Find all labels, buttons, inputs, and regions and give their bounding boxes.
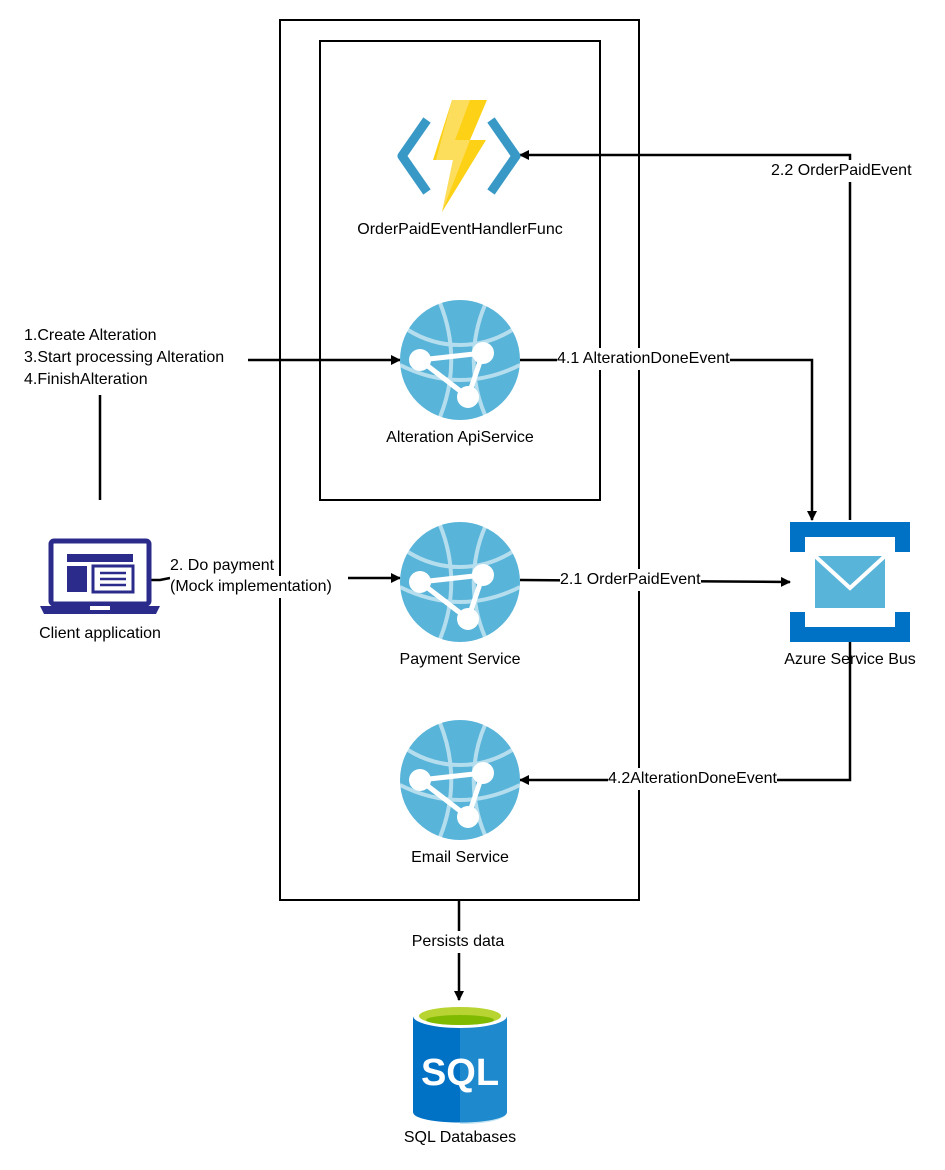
persists-data-label: Persists data — [411, 931, 505, 953]
bus-to-function-label: 2.2 OrderPaidEvent — [771, 160, 912, 182]
azure-function-icon — [397, 100, 521, 212]
bus-to-function-arrow — [519, 150, 852, 520]
payment-service-label: Payment Service — [399, 651, 521, 668]
alteration-app-service-icon — [400, 300, 520, 420]
payment-to-bus-label: 2.1 OrderPaidEvent — [560, 569, 701, 591]
alteration-subcontainer — [319, 40, 601, 501]
sql-label: SQL Databases — [403, 1129, 517, 1146]
bus-to-email-label: 4.2AlterationDoneEvent — [608, 768, 777, 790]
alteration-service-label: Alteration ApiService — [386, 429, 534, 446]
service-bus-label: Azure Service Bus — [784, 651, 916, 668]
sql-database-icon: SQL — [413, 1004, 507, 1124]
email-app-service-icon — [400, 720, 520, 840]
payment-app-service-icon — [400, 522, 520, 642]
client-to-alteration-label-1: 1.Create Alteration — [24, 325, 157, 347]
client-to-alteration-label-3: 4.FinishAlteration — [24, 369, 148, 391]
laptop-icon — [40, 538, 160, 614]
email-service-label: Email Service — [411, 849, 509, 866]
sql-badge-text: SQL — [421, 1052, 499, 1094]
client-to-payment-label-1: 2. Do payment — [170, 555, 275, 577]
client-payment-line — [150, 576, 171, 582]
alteration-to-bus-label: 4.1 AlterationDoneEvent — [557, 348, 730, 370]
client-to-payment-label-2: (Mock implementation) — [170, 576, 332, 598]
client-to-alteration-label-2: 3.Start processing Alteration — [24, 347, 225, 369]
function-label: OrderPaidEventHandlerFunc — [357, 221, 563, 238]
alteration-to-bus-arrow — [520, 358, 817, 521]
service-bus-icon — [790, 522, 910, 642]
client-label: Client application — [39, 625, 161, 642]
